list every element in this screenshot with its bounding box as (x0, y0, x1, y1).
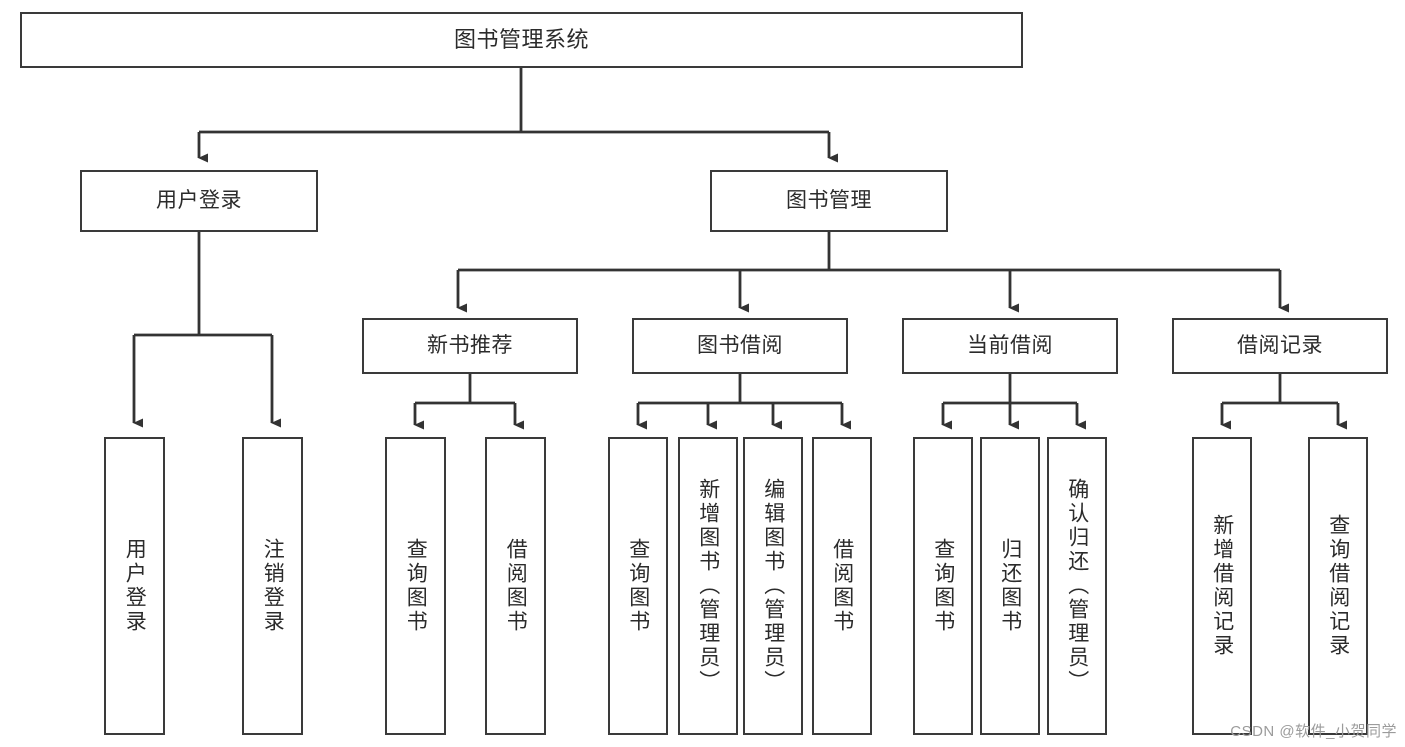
node-current-borrow-label: 当前借阅 (967, 334, 1053, 358)
node-leaf-add-record[interactable]: 新增借阅记录 (1192, 437, 1252, 735)
node-leaf-return-book[interactable]: 归还图书 (980, 437, 1040, 735)
node-leaf-edit-book-label: 编辑图书（管理员） (761, 478, 785, 694)
node-leaf-borrow-book-1[interactable]: 借阅图书 (485, 437, 546, 735)
node-current-borrow[interactable]: 当前借阅 (902, 318, 1118, 374)
node-leaf-logout-label: 注销登录 (261, 538, 285, 634)
node-leaf-add-record-label: 新增借阅记录 (1210, 514, 1234, 658)
node-leaf-add-book[interactable]: 新增图书（管理员） (678, 437, 738, 735)
node-leaf-return-book-label: 归还图书 (998, 538, 1022, 634)
node-leaf-query-book-3[interactable]: 查询图书 (913, 437, 973, 735)
node-book-borrow-label: 图书借阅 (697, 334, 783, 358)
node-leaf-query-record[interactable]: 查询借阅记录 (1308, 437, 1368, 735)
node-leaf-logout[interactable]: 注销登录 (242, 437, 303, 735)
node-new-book-rec-label: 新书推荐 (427, 334, 513, 358)
node-leaf-query-book-2-label: 查询图书 (626, 538, 650, 634)
node-leaf-query-book-3-label: 查询图书 (931, 538, 955, 634)
node-borrow-record-label: 借阅记录 (1237, 334, 1323, 358)
node-leaf-confirm-return[interactable]: 确认归还（管理员） (1047, 437, 1107, 735)
node-leaf-borrow-book-1-label: 借阅图书 (504, 538, 528, 634)
node-book-manage[interactable]: 图书管理 (710, 170, 948, 232)
node-book-borrow[interactable]: 图书借阅 (632, 318, 848, 374)
node-leaf-query-book-2[interactable]: 查询图书 (608, 437, 668, 735)
node-leaf-borrow-book-2[interactable]: 借阅图书 (812, 437, 872, 735)
node-new-book-rec[interactable]: 新书推荐 (362, 318, 578, 374)
node-leaf-confirm-return-label: 确认归还（管理员） (1065, 478, 1089, 694)
node-leaf-borrow-book-2-label: 借阅图书 (830, 538, 854, 634)
node-leaf-query-book-1-label: 查询图书 (404, 538, 428, 634)
node-user-login[interactable]: 用户登录 (80, 170, 318, 232)
node-leaf-add-book-label: 新增图书（管理员） (696, 478, 720, 694)
node-borrow-record[interactable]: 借阅记录 (1172, 318, 1388, 374)
node-leaf-user-login[interactable]: 用户登录 (104, 437, 165, 735)
node-leaf-edit-book[interactable]: 编辑图书（管理员） (743, 437, 803, 735)
node-book-manage-label: 图书管理 (786, 189, 872, 213)
node-root-label: 图书管理系统 (453, 26, 589, 52)
node-user-login-label: 用户登录 (156, 189, 242, 213)
node-leaf-query-record-label: 查询借阅记录 (1326, 514, 1350, 658)
node-leaf-user-login-label: 用户登录 (123, 538, 147, 634)
node-root[interactable]: 图书管理系统 (20, 12, 1023, 68)
node-leaf-query-book-1[interactable]: 查询图书 (385, 437, 446, 735)
watermark-text: CSDN @软件_小贺同学 (1230, 723, 1397, 740)
